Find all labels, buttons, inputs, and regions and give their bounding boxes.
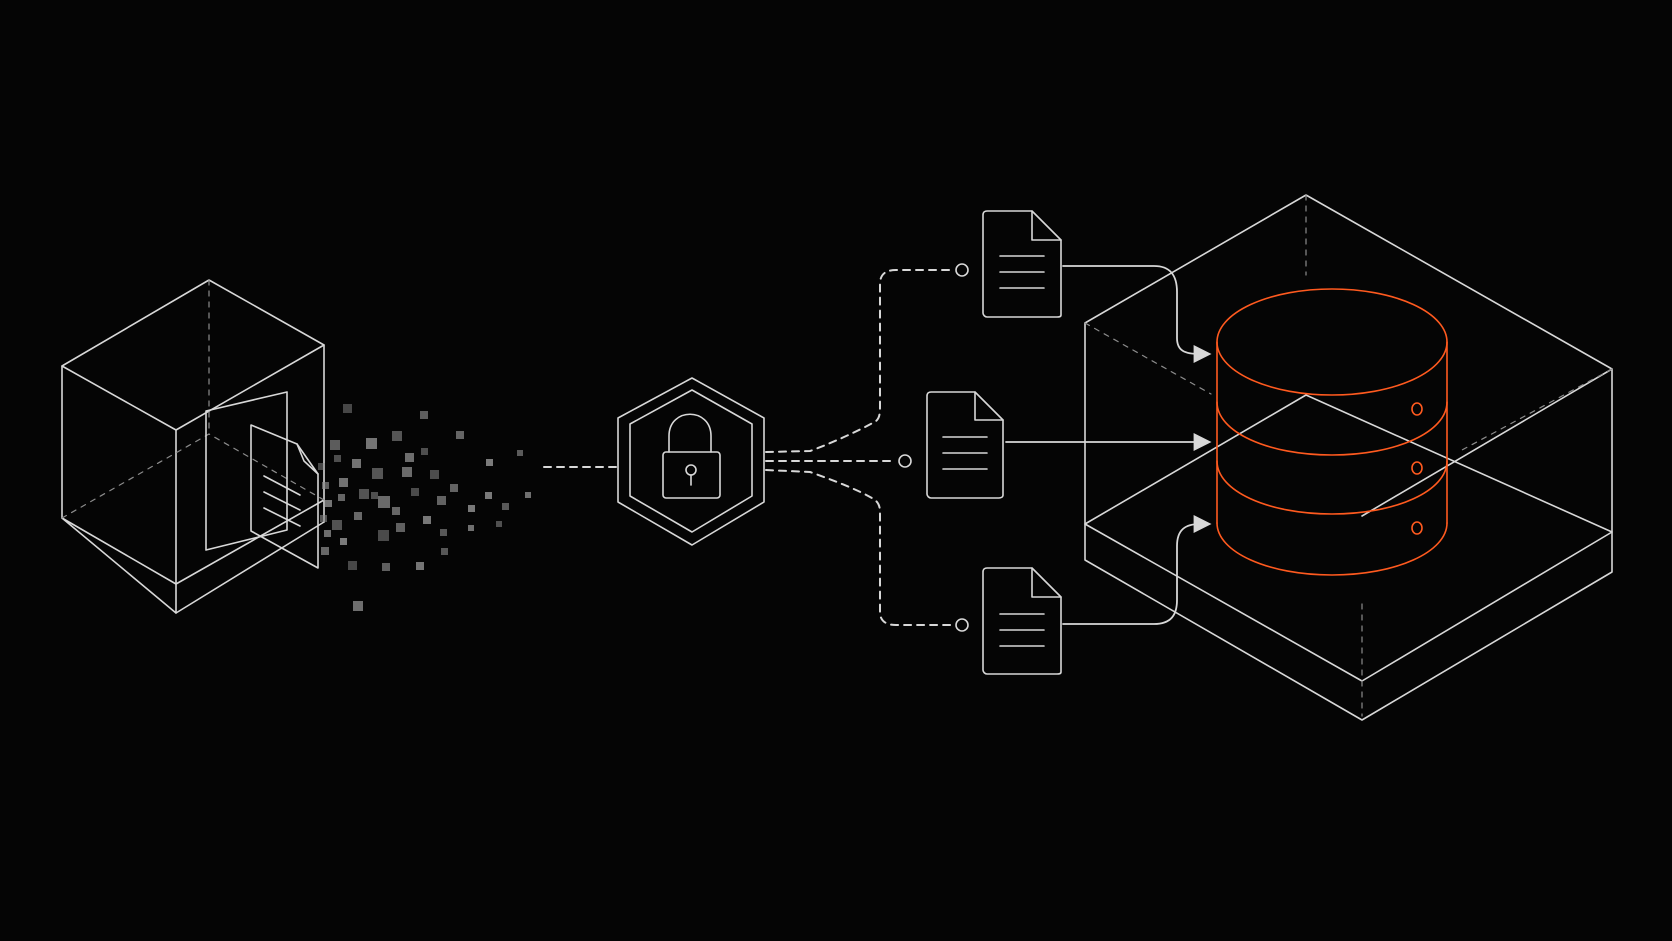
pixel-particle (392, 431, 402, 441)
pixel-particle (517, 450, 523, 456)
pixel-particle (353, 601, 363, 611)
document-top-to-database-arrow (1062, 265, 1212, 363)
pixel-particle (339, 478, 348, 487)
document-middle-icon (926, 391, 1004, 499)
connector-node (955, 618, 969, 632)
pixel-particle (382, 563, 390, 571)
pixel-particle (411, 488, 419, 496)
dashed-links (543, 263, 969, 632)
pixel-particle (366, 438, 377, 449)
pixel-particle (372, 468, 383, 479)
connector-node (898, 454, 912, 468)
pixel-particles (318, 404, 531, 611)
pixel-particle (468, 525, 474, 531)
pixel-particle (348, 561, 357, 570)
pixel-particle (354, 512, 362, 520)
source-box-window (205, 391, 288, 551)
pixel-particle (440, 529, 447, 536)
pixel-particle (378, 496, 390, 508)
pixel-particle (456, 431, 464, 439)
pixel-particle (405, 453, 414, 462)
document-fragment-icon (250, 424, 319, 569)
pixel-particle (420, 411, 428, 419)
pixel-particle (321, 547, 329, 555)
pixel-particle (416, 562, 424, 570)
pixel-particle (502, 503, 509, 510)
pixel-particle (402, 467, 412, 477)
database-indicator (1411, 461, 1423, 475)
document-top-icon (982, 210, 1062, 318)
pixel-particle (343, 404, 352, 413)
document-bottom-to-database-arrow (1062, 515, 1212, 625)
pixel-particle (392, 507, 400, 515)
lock-icon (662, 413, 721, 499)
pixel-particle (485, 492, 492, 499)
pixel-particle (430, 470, 439, 479)
pixel-particle (352, 459, 361, 468)
pixel-particle (468, 505, 475, 512)
arrow-links (1005, 265, 1212, 625)
connector-node (955, 263, 969, 277)
database-icon (1216, 288, 1448, 576)
pixel-particle (318, 463, 325, 470)
pixel-particle (450, 484, 458, 492)
pixel-particle (525, 492, 531, 498)
pixel-particle (330, 440, 340, 450)
pixel-particle (437, 496, 446, 505)
pixel-particle (332, 520, 342, 530)
lock-to-document-bottom-link (765, 469, 956, 626)
pixel-particle (423, 516, 431, 524)
pixel-particle (325, 500, 332, 507)
pixel-particle (340, 538, 347, 545)
pixel-particle (378, 530, 389, 541)
database-indicator (1411, 521, 1423, 535)
pixel-particle (359, 489, 369, 499)
pixel-particle (322, 482, 329, 489)
pixel-particle (320, 515, 327, 522)
pixel-particle (421, 448, 428, 455)
lock-to-document-top-link (765, 269, 956, 453)
pixel-particle (324, 530, 331, 537)
pixel-particle (371, 492, 378, 499)
pixel-particle (486, 459, 493, 466)
pixel-particle (496, 521, 502, 527)
pixel-particle (396, 523, 405, 532)
database-indicator (1411, 402, 1423, 416)
source-box-icon (61, 279, 325, 614)
pixel-particle (334, 455, 341, 462)
lock-hexagon-icon (617, 377, 765, 546)
pixel-particle (441, 548, 448, 555)
document-bottom-icon (982, 567, 1062, 675)
storage-box-icon (1084, 194, 1613, 721)
pixel-particle (338, 494, 345, 501)
